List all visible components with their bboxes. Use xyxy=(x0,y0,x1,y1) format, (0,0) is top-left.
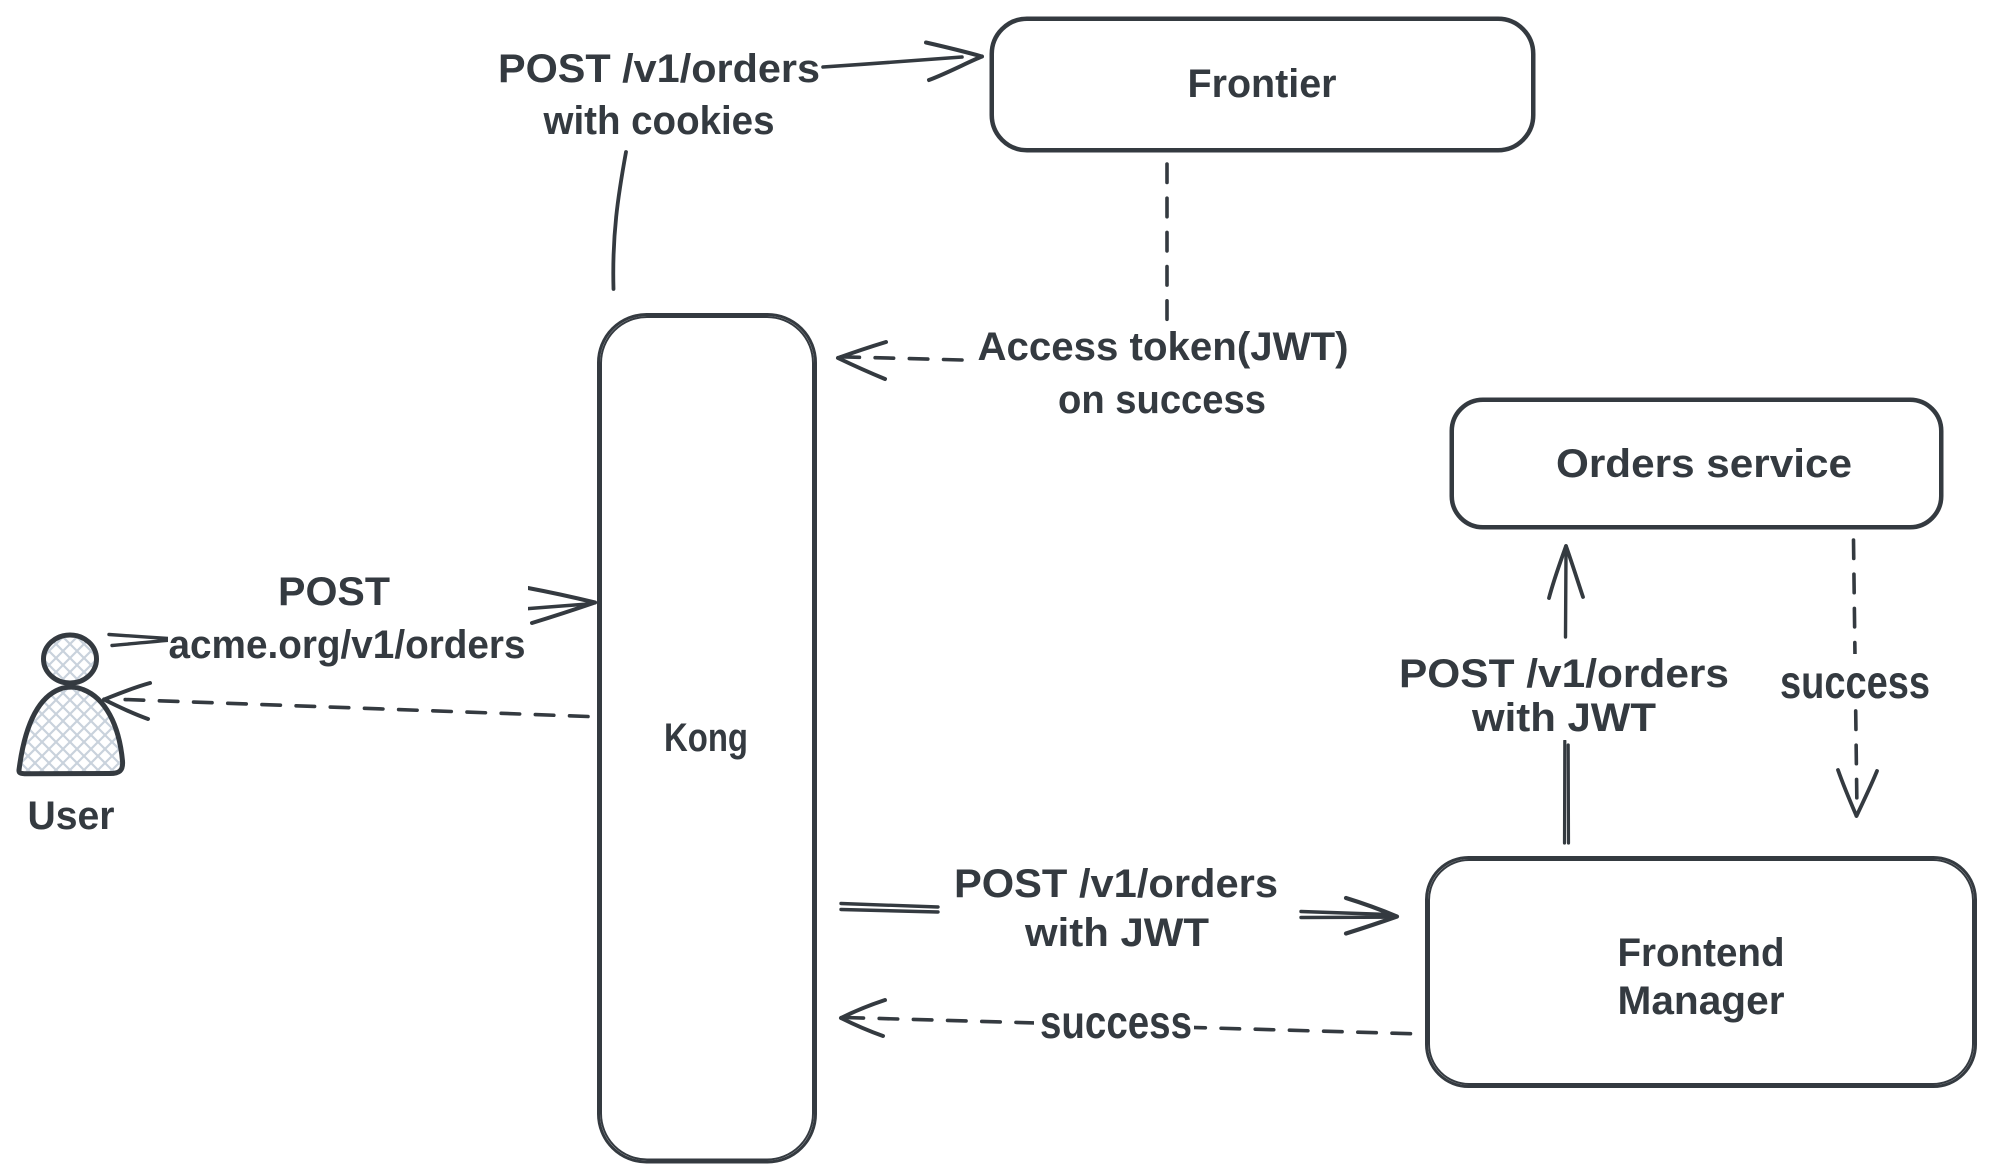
svg-text:acme.org/v1/orders: acme.org/v1/orders xyxy=(169,623,526,667)
svg-text:Manager: Manager xyxy=(1618,979,1785,1023)
svg-text:Frontend: Frontend xyxy=(1618,931,1785,975)
svg-text:on success: on success xyxy=(1058,378,1266,422)
svg-text:Orders service: Orders service xyxy=(1556,442,1852,486)
svg-text:Kong: Kong xyxy=(664,716,748,760)
svg-text:success: success xyxy=(1780,656,1930,708)
svg-text:Frontier: Frontier xyxy=(1188,62,1337,106)
svg-text:POST /v1/orders: POST /v1/orders xyxy=(1399,652,1729,696)
svg-text:with JWT: with JWT xyxy=(1024,911,1209,955)
svg-text:with JWT: with JWT xyxy=(1471,696,1656,740)
svg-text:POST /v1/orders: POST /v1/orders xyxy=(954,862,1278,906)
svg-text:success: success xyxy=(1040,996,1192,1048)
svg-text:Access token(JWT): Access token(JWT) xyxy=(978,325,1349,369)
svg-text:POST /v1/orders: POST /v1/orders xyxy=(498,47,820,91)
svg-text:POST: POST xyxy=(278,570,390,614)
svg-text:with cookies: with cookies xyxy=(543,99,775,143)
svg-text:User: User xyxy=(28,794,115,838)
